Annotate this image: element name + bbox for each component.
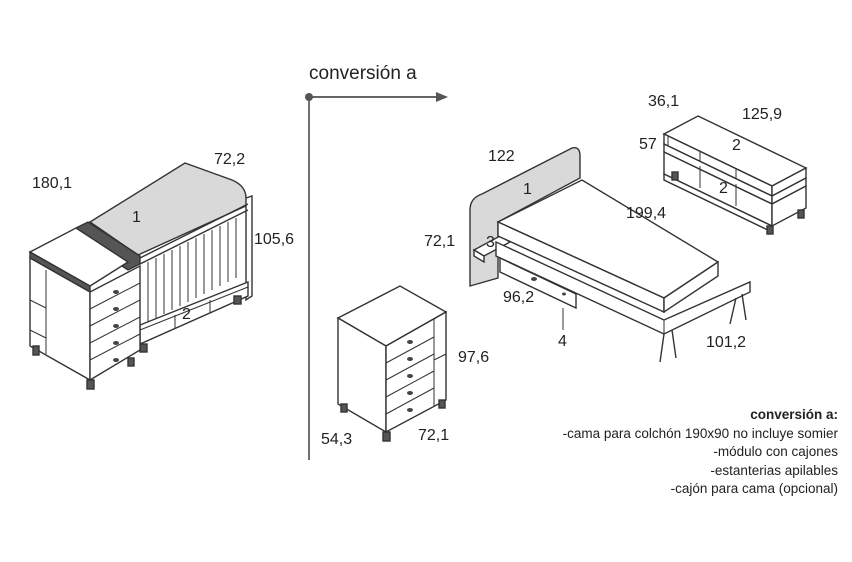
bed-width-dimension: 101,2 xyxy=(706,334,746,351)
note-item: -cama para colchón 190x90 no incluye som… xyxy=(562,425,838,441)
shelves-height-dimension: 57 xyxy=(639,136,657,153)
bed-part-1-label: 1 xyxy=(523,181,532,198)
crib-part-1-label: 1 xyxy=(132,209,141,226)
bed-headboard-dimension: 122 xyxy=(488,148,515,165)
note-item: -estanterias apilables xyxy=(710,462,838,478)
note-item: -módulo con cajones xyxy=(713,444,838,459)
conversion-notes: conversión a: -cama para colchón 190x90 … xyxy=(563,406,838,499)
chest-drawing xyxy=(336,285,448,442)
chest-width-dimension: 72,1 xyxy=(418,427,449,444)
chest-depth-dimension: 54,3 xyxy=(321,431,352,448)
shelves-bottom-part-2-label: 2 xyxy=(719,180,728,197)
crib-height-dimension: 105,6 xyxy=(254,231,294,248)
bed-side-dimension: 72,1 xyxy=(424,233,455,250)
notes-title: conversión a: xyxy=(750,407,838,422)
crib-width-dimension: 72,2 xyxy=(214,151,245,168)
shelves-drawing xyxy=(662,115,808,235)
conversion-arrow xyxy=(305,92,448,460)
crib-part-2-label: 2 xyxy=(182,306,191,323)
shelves-depth-dimension: 36,1 xyxy=(648,93,679,110)
bed-drawer-dimension: 96,2 xyxy=(503,289,534,306)
bed-drawing xyxy=(469,146,751,363)
bed-part-4-label: 4 xyxy=(558,333,567,350)
shelves-top-part-2-label: 2 xyxy=(732,137,741,154)
bed-length-dimension: 199,4 xyxy=(626,205,666,222)
bed-part-3-label: 3 xyxy=(486,234,495,251)
note-item: -cajón para cama (opcional) xyxy=(670,481,838,496)
conversion-title: conversión a xyxy=(309,63,417,84)
crib-length-dimension: 180,1 xyxy=(32,175,72,192)
crib-drawing xyxy=(28,162,253,390)
shelves-width-dimension: 125,9 xyxy=(742,106,782,123)
chest-height-dimension: 97,6 xyxy=(458,349,489,366)
